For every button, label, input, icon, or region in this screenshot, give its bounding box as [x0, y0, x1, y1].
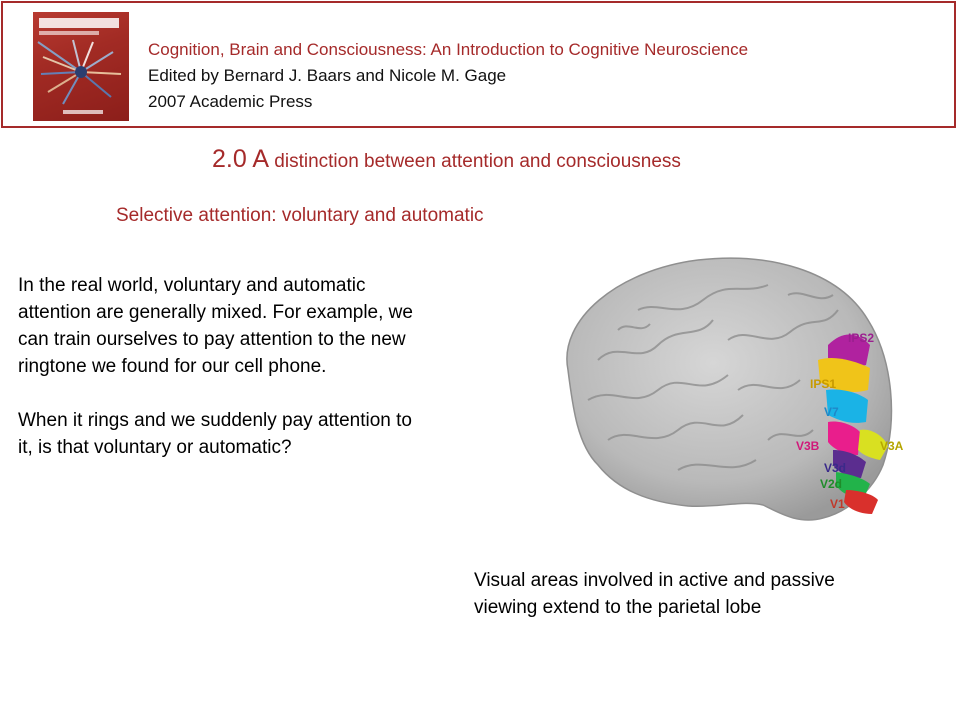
book-cover-author-band	[63, 110, 103, 114]
label-v3d: V3d	[824, 461, 846, 475]
visual-area-patches	[818, 334, 888, 514]
book-publisher: 2007 Academic Press	[148, 92, 313, 111]
label-v7: V7	[824, 405, 839, 419]
figure-caption: Visual areas involved in active and pass…	[474, 567, 835, 621]
book-cover-title-band	[39, 18, 119, 28]
slide-title-text: distinction between attention and consci…	[269, 151, 681, 172]
label-v3a: V3A	[880, 439, 904, 453]
label-ips2: IPS2	[848, 331, 874, 345]
book-title: Cognition, Brain and Consciousness: An I…	[148, 40, 749, 59]
label-v1: V1	[830, 497, 845, 511]
caption-line: viewing extend to the parietal lobe	[474, 597, 762, 618]
book-cover-art	[37, 39, 122, 105]
book-cover-image	[33, 12, 129, 121]
book-cover-subtitle-band	[39, 31, 99, 35]
book-editors: Edited by Bernard J. Baars and Nicole M.…	[148, 66, 507, 85]
body-line: When it rings and we suddenly pay attent…	[18, 410, 412, 431]
body-line: attention are generally mixed. For examp…	[18, 302, 413, 323]
slide-subtitle: Selective attention: voluntary and autom…	[116, 205, 484, 226]
body-line: it, is that voluntary or automatic?	[18, 437, 292, 458]
body-line: can train ourselves to pay attention to …	[18, 329, 406, 350]
slide-title: 2.0 A distinction between attention and …	[212, 143, 681, 178]
label-ips1: IPS1	[810, 377, 836, 391]
body-line: ringtone we found for our cell phone.	[18, 356, 327, 377]
label-v3b: V3B	[796, 439, 820, 453]
citation-block: Cognition, Brain and Consciousness: An I…	[148, 37, 748, 115]
label-v2d: V2d	[820, 477, 842, 491]
visual-area-labels: IPS2 IPS1 V7 V3B V3A V3d V2d V1	[796, 331, 904, 511]
slide-title-number: 2.0 A	[212, 145, 269, 173]
header-banner: Cognition, Brain and Consciousness: An I…	[1, 1, 956, 128]
caption-line: Visual areas involved in active and pass…	[474, 570, 835, 591]
brain-visual-areas-figure: IPS2 IPS1 V7 V3B V3A V3d V2d V1	[566, 257, 904, 521]
body-line: In the real world, voluntary and automat…	[18, 275, 366, 296]
brain-gyri	[587, 284, 839, 471]
body-text: In the real world, voluntary and automat…	[18, 272, 513, 461]
